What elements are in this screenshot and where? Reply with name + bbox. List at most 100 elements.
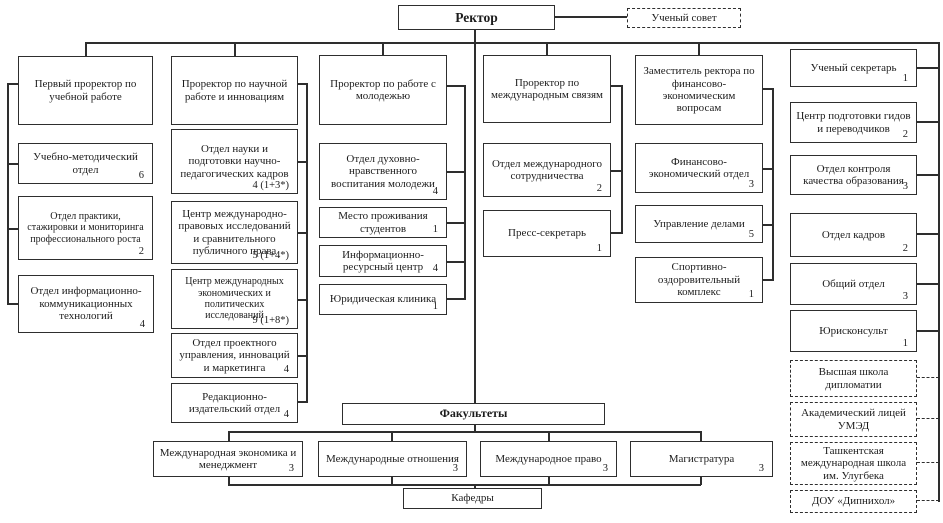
staff-count: 9 (1+8*)	[252, 315, 289, 327]
box-label: Ученый секретарь	[810, 61, 897, 74]
connector-line	[938, 42, 940, 502]
legal-clinic-box: Юридическая клиника 1	[319, 284, 447, 315]
box-label: Кафедры	[451, 492, 494, 505]
box-label: Центр подготовки гидов и переводчиков	[796, 110, 911, 135]
connector-line	[7, 83, 18, 85]
rector-box: Ректор	[398, 5, 555, 30]
intl-relations-vice-rector-box: Проректор по международным связям	[483, 55, 611, 123]
box-label: Отдел духовно-нравственного воспитания м…	[331, 152, 435, 190]
youth-vice-rector-box: Проректор по работе с молодежью	[319, 55, 447, 125]
connector-line	[228, 431, 230, 441]
staff-count: 2	[902, 129, 908, 141]
intl-cooperation-dept-box: Отдел международного сотрудничества 2	[483, 143, 611, 197]
box-label: Отдел информационно-коммуникационных тех…	[30, 285, 142, 323]
legal-counsel-box: Юрисконсульт 1	[790, 310, 917, 352]
project-management-dept-box: Отдел проектного управления, инноваций и…	[171, 333, 298, 378]
intl-law-research-center-box: Центр международно-правовых исследований…	[171, 201, 298, 264]
connector-line	[917, 121, 939, 123]
connector-line	[85, 42, 940, 44]
box-label: Высшая школа дипломатии	[818, 366, 889, 391]
connector-line	[464, 85, 466, 300]
box-label: Заместитель ректора по финансово-экономи…	[643, 65, 755, 115]
connector-line	[234, 42, 236, 56]
staff-count: 3	[758, 463, 764, 475]
connector-line	[7, 163, 18, 165]
connector-line	[917, 283, 939, 285]
staff-count: 3	[288, 463, 294, 475]
staff-count: 3	[602, 463, 608, 475]
staff-count: 2	[596, 183, 602, 195]
connector-line	[700, 431, 702, 441]
ict-dept-box: Отдел информационно-коммуникационных тех…	[18, 275, 154, 333]
box-label: Общий отдел	[822, 277, 885, 290]
connector-line	[700, 477, 702, 485]
box-label: Ташкентская международная школа им. Улуг…	[800, 444, 907, 482]
staff-count: 5	[748, 229, 754, 241]
science-personnel-dept-box: Отдел науки и подготовки научно-педагоги…	[171, 129, 298, 194]
faculties-header-box: Факультеты	[342, 403, 605, 425]
staff-count: 4	[432, 186, 438, 198]
connector-line	[917, 418, 939, 419]
box-label: Отдел практики, стажировки и мониторинга…	[27, 211, 144, 245]
finance-deputy-rector-box: Заместитель ректора по финансово-экономи…	[635, 55, 763, 125]
connector-line	[391, 431, 393, 441]
staff-count: 1	[596, 243, 602, 255]
box-label: Место проживания студентов	[338, 210, 428, 235]
connector-line	[228, 431, 701, 433]
faculty-magistracy-box: Магистратура 3	[630, 441, 773, 477]
connector-line	[772, 88, 774, 281]
connector-line	[546, 42, 548, 55]
connector-line	[917, 233, 939, 235]
connector-line	[85, 42, 87, 56]
student-residence-box: Место проживания студентов 1	[319, 207, 447, 238]
connector-line	[763, 168, 773, 170]
staff-count: 5 (1+4*)	[252, 250, 289, 262]
staff-count: 2	[902, 243, 908, 255]
rector-label: Ректор	[455, 9, 498, 25]
box-label: Факультеты	[439, 406, 508, 421]
connector-line	[474, 425, 476, 432]
box-label: Академический лицей УМЭД	[801, 407, 906, 432]
connector-line	[228, 484, 701, 486]
connector-line	[447, 298, 465, 300]
hr-dept-box: Отдел кадров 2	[790, 213, 917, 257]
academic-secretary-box: Ученый секретарь 1	[790, 49, 917, 87]
education-quality-dept-box: Отдел контроля качества образования 3	[790, 155, 917, 195]
internship-monitoring-dept-box: Отдел практики, стажировки и мониторинга…	[18, 196, 153, 260]
box-label: Первый проректор по учебной работе	[34, 78, 137, 103]
connector-line	[382, 42, 384, 55]
connector-line	[917, 377, 939, 378]
connector-line	[611, 232, 622, 234]
connector-line	[298, 299, 307, 301]
box-label: Центр международно-правовых исследований…	[178, 207, 291, 257]
connector-line	[306, 83, 308, 403]
connector-line	[917, 500, 939, 501]
box-label: Пресс-секретарь	[508, 227, 586, 240]
box-label: Спортивно-оздоровительный комплекс	[657, 261, 741, 299]
finance-econ-dept-box: Финансово-экономический отдел 3	[635, 143, 763, 193]
box-label: Международное право	[495, 452, 602, 465]
staff-count: 2	[138, 246, 144, 258]
methodical-dept-box: Учебно-методический отдел 6	[18, 143, 153, 184]
diplomacy-school-box: Высшая школа дипломатии	[790, 360, 917, 397]
press-secretary-box: Пресс-секретарь 1	[483, 210, 611, 257]
connector-line	[917, 67, 939, 69]
connector-line	[7, 228, 18, 230]
connector-line	[447, 171, 465, 173]
connector-line	[447, 222, 465, 224]
box-label: ДОУ «Дипнихол»	[811, 495, 896, 508]
box-label: Отдел контроля качества образования	[803, 162, 904, 187]
box-label: Отдел международного сотрудничества	[491, 157, 603, 182]
moral-education-dept-box: Отдел духовно-нравственного воспитания м…	[319, 143, 447, 200]
faculty-intl-law-box: Международное право 3	[480, 441, 617, 477]
box-label: Финансово-экономический отдел	[648, 155, 750, 180]
connector-line	[474, 484, 476, 489]
staff-count: 3	[902, 181, 908, 193]
staff-count: 3	[902, 291, 908, 303]
box-label: Международная экономика и менеджмент	[159, 446, 297, 471]
staff-count: 4	[283, 364, 289, 376]
connector-line	[611, 85, 622, 87]
connector-line	[548, 477, 550, 485]
preschool-dipnihol-box: ДОУ «Дипнихол»	[790, 490, 917, 513]
